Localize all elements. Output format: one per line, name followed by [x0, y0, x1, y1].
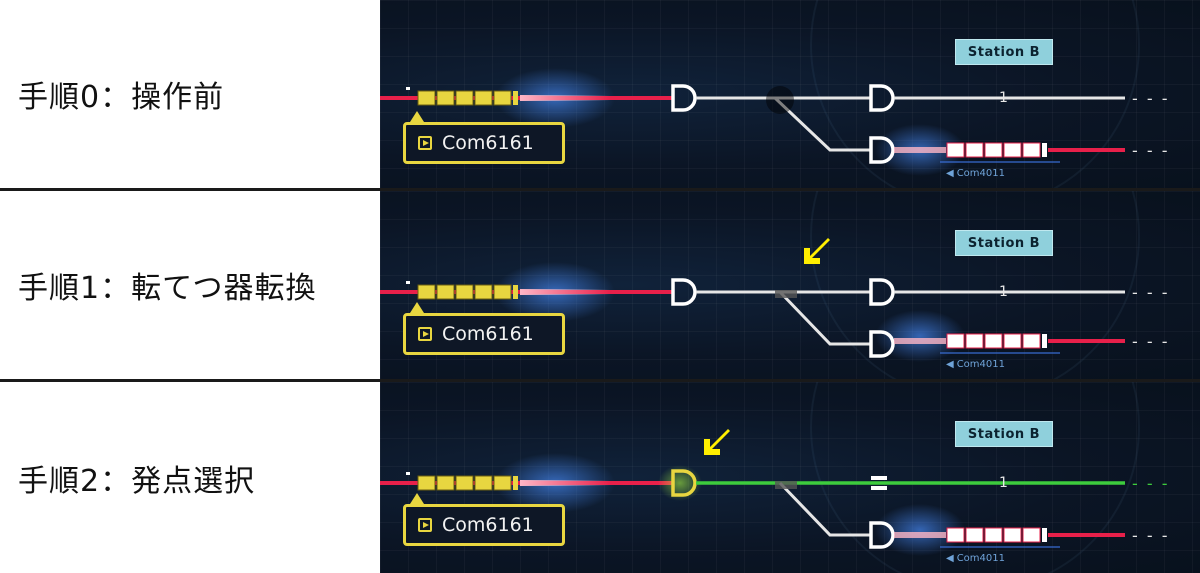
play-icon	[418, 518, 432, 532]
signal-panel: Station B Com6161 1 - - - - - - ◀ Com401…	[380, 382, 1200, 573]
step-label: 手順2：発点選択	[18, 463, 256, 499]
step-row-1: 手順1：転てつ器転換	[0, 191, 1200, 379]
track-continuation: - - -	[1132, 332, 1170, 351]
train-head-marker	[406, 472, 410, 475]
switch-point	[766, 86, 794, 114]
signal-panel: Station B Com6161 1 - - - - - - ◀ Com401…	[380, 0, 1200, 188]
track-continuation: - - -	[1132, 283, 1170, 302]
switch-branch	[778, 481, 870, 537]
train-trail	[520, 95, 610, 101]
waiting-train-glow	[875, 504, 965, 556]
waiting-train-trail	[894, 147, 946, 153]
track-diagram	[380, 262, 1125, 362]
waiting-train-label: ◀ Com4011	[946, 359, 1005, 370]
platform-signal-1	[869, 84, 895, 112]
play-icon	[418, 136, 432, 150]
station-badge: Station B	[955, 421, 1053, 447]
platform-signal-1-cleared	[871, 476, 887, 490]
train-label-pointer	[410, 111, 424, 122]
play-icon	[418, 327, 432, 341]
station-badge: Station B	[955, 39, 1053, 65]
track-continuation: - - -	[1132, 141, 1170, 160]
train-label[interactable]: Com6161	[403, 313, 565, 355]
train-label-pointer	[410, 493, 424, 504]
track-continuation: - - -	[1132, 89, 1170, 108]
left-arrow-icon: ◀	[946, 553, 954, 564]
platform-signal-2	[869, 330, 895, 358]
platform-signal-2	[869, 136, 895, 164]
train-label-text: Com6161	[442, 132, 534, 154]
step-row-0: 手順0：操作前	[0, 0, 1200, 188]
track-continuation: - - -	[1132, 474, 1170, 493]
waiting-train-glow	[875, 310, 965, 362]
step-label: 手順0：操作前	[18, 80, 225, 115]
train-head-marker	[406, 87, 410, 90]
left-arrow-icon: ◀	[946, 359, 954, 370]
waiting-train-trail	[894, 338, 946, 344]
highlight-arrow-icon	[704, 429, 730, 455]
step-row-2: 手順2：発点選択	[0, 382, 1200, 573]
train-head-marker	[406, 281, 410, 284]
switch-branch	[778, 290, 870, 346]
switch-point	[775, 290, 797, 298]
train-trail	[520, 289, 610, 295]
row-divider	[0, 379, 1200, 382]
track-number: 1	[999, 90, 1008, 106]
waiting-train-cars	[946, 333, 1047, 349]
platform-signal-2	[869, 521, 895, 549]
switch-branch	[773, 96, 870, 152]
train-label-pointer	[410, 302, 424, 313]
row-divider	[0, 188, 1200, 191]
train-label-text: Com6161	[442, 323, 534, 345]
track-diagram	[380, 453, 1125, 556]
track-number: 1	[999, 475, 1008, 491]
step-label: 手順1：転てつ器転換	[18, 271, 317, 306]
track-diagram	[380, 68, 1125, 176]
waiting-train-cars	[946, 527, 1047, 543]
train-cars	[417, 90, 518, 106]
waiting-train-label: ◀ Com4011	[946, 168, 1005, 179]
station-badge: Station B	[955, 230, 1053, 256]
train-label[interactable]: Com6161	[403, 122, 565, 164]
waiting-train-trail	[894, 532, 946, 538]
train-cars	[417, 475, 518, 491]
track-number: 1	[999, 284, 1008, 300]
track-continuation: - - -	[1132, 526, 1170, 545]
waiting-train-label: ◀ Com4011	[946, 553, 1005, 564]
train-trail	[520, 480, 610, 486]
start-signal-selected[interactable]	[671, 469, 697, 497]
left-arrow-icon: ◀	[946, 168, 954, 179]
switch-point	[775, 481, 797, 489]
start-signal	[671, 84, 697, 112]
start-signal	[671, 278, 697, 306]
waiting-train-cars	[946, 142, 1047, 158]
train-label-text: Com6161	[442, 514, 534, 536]
platform-signal-1	[869, 278, 895, 306]
train-label[interactable]: Com6161	[403, 504, 565, 546]
highlight-arrow-icon	[804, 238, 830, 264]
train-cars	[417, 284, 518, 300]
signal-panel: Station B Com6161 1 - - - - - - ◀ Com401…	[380, 191, 1200, 379]
